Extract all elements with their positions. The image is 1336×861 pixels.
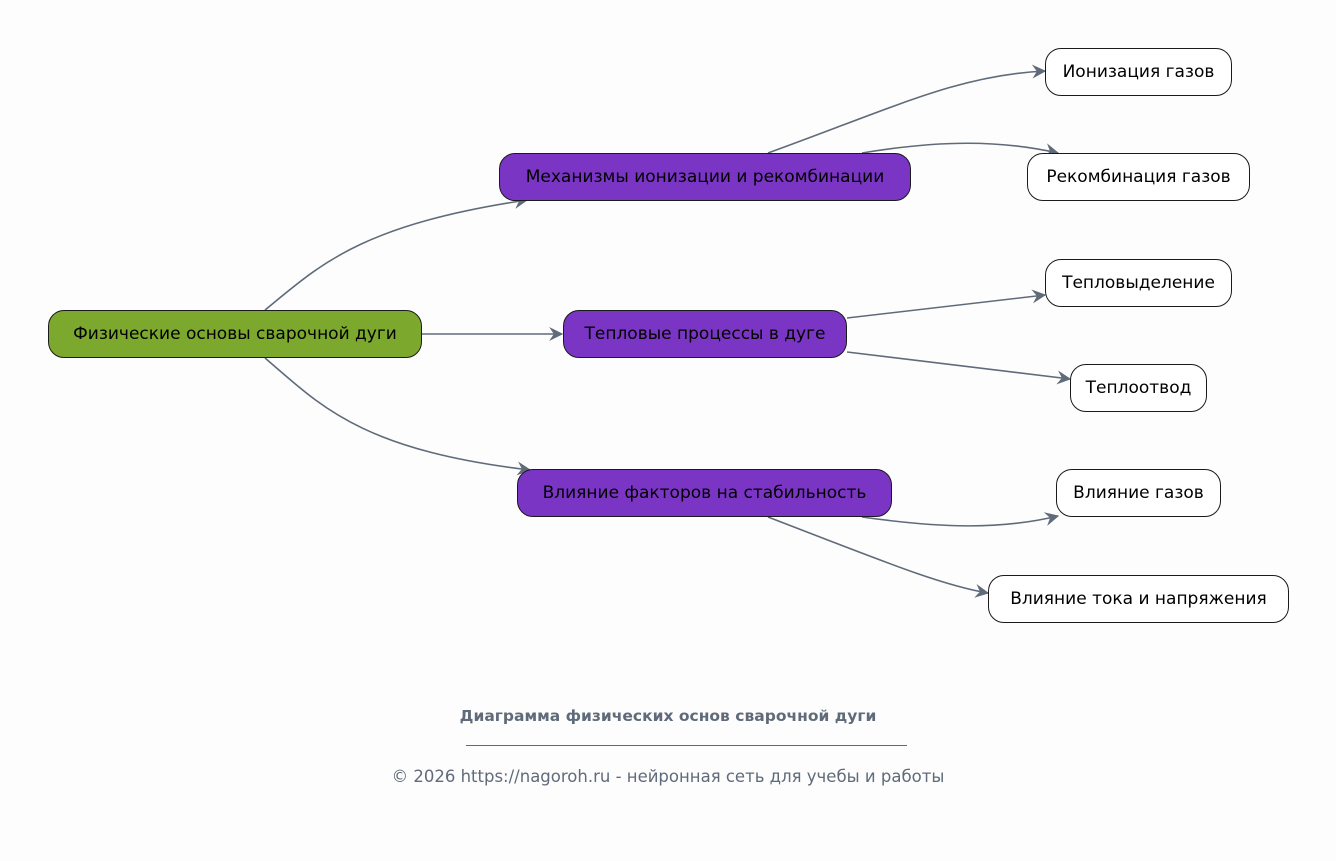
edge-branch-3-leaf-1 — [861, 512, 1060, 527]
root-node[interactable]: Физические основы сварочной дуги — [48, 310, 422, 358]
edge-branch-2-leaf-2 — [846, 351, 1072, 385]
leaf-node-label: Влияние тока и напряжения — [1010, 589, 1267, 609]
leaf-node-current-voltage-influence[interactable]: Влияние тока и напряжения — [988, 575, 1289, 623]
edge-branch-3-leaf-2 — [767, 516, 990, 598]
copyright-text: © 2026 https://nagoroh.ru - нейронная се… — [391, 767, 945, 786]
branch-node-label: Влияние факторов на стабильность — [542, 483, 867, 503]
leaf-node-gas-influence[interactable]: Влияние газов — [1056, 469, 1221, 517]
branch-node-stability[interactable]: Влияние факторов на стабильность — [517, 469, 892, 517]
leaf-node-label: Тепловыделение — [1062, 273, 1215, 293]
leaf-node-label: Теплоотвод — [1085, 378, 1192, 398]
branch-node-ionization[interactable]: Механизмы ионизации и рекомбинации — [499, 153, 911, 201]
leaf-node-heat-generation[interactable]: Тепловыделение — [1045, 259, 1232, 307]
branch-node-label: Тепловые процессы в дуге — [584, 324, 826, 344]
edge-branch-1-leaf-1 — [767, 64, 1047, 154]
leaf-node-gas-ionization[interactable]: Ионизация газов — [1045, 48, 1232, 96]
branch-node-thermal[interactable]: Тепловые процессы в дуге — [563, 310, 847, 358]
leaf-node-heat-removal[interactable]: Теплоотвод — [1070, 364, 1207, 412]
edge-root-branch-3 — [264, 357, 532, 476]
root-node-label: Физические основы сварочной дуги — [73, 324, 397, 344]
diagram-caption-title: Диаграмма физических основ сварочной дуг… — [459, 707, 877, 725]
edge-root-branch-1 — [264, 194, 529, 311]
leaf-node-label: Ионизация газов — [1062, 62, 1215, 82]
branch-node-label: Механизмы ионизации и рекомбинации — [525, 167, 885, 187]
leaf-node-label: Рекомбинация газов — [1046, 167, 1231, 187]
leaf-node-gas-recombination[interactable]: Рекомбинация газов — [1027, 153, 1250, 201]
edge-branch-1-leaf-2 — [861, 142, 1060, 158]
caption-divider — [466, 745, 907, 746]
leaf-node-label: Влияние газов — [1073, 483, 1204, 503]
edge-branch-2-leaf-1 — [846, 289, 1047, 319]
